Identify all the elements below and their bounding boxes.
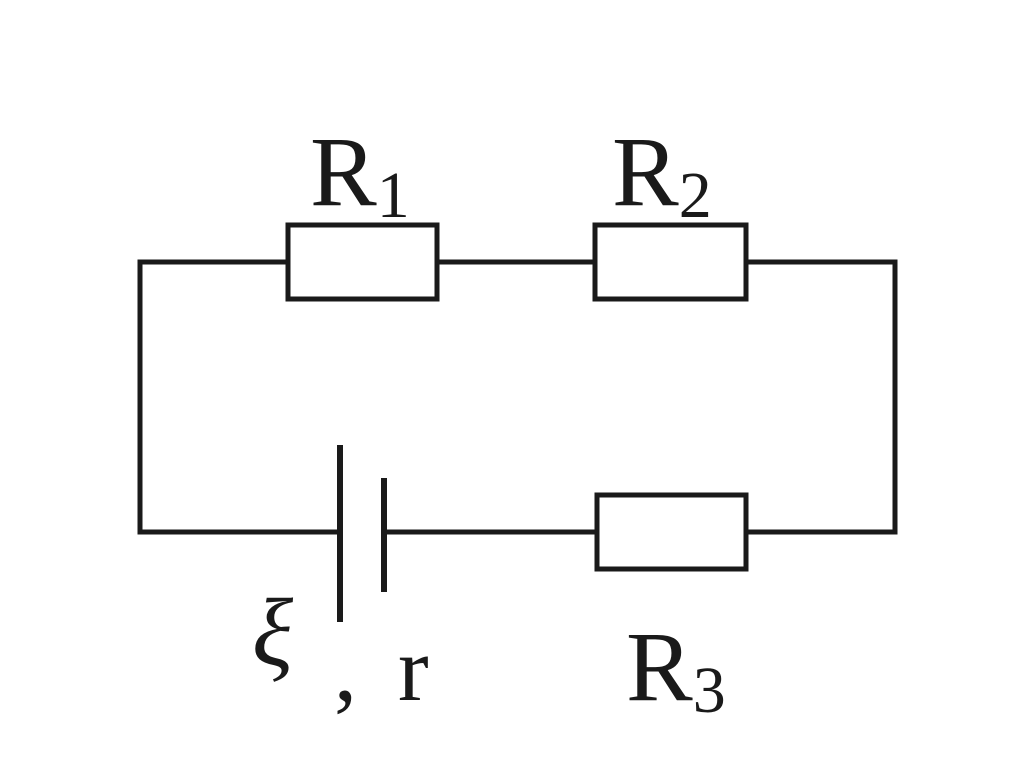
- resistor-r2: [592, 222, 749, 302]
- label-r2: R2: [612, 116, 712, 232]
- resistor-r1: [285, 222, 440, 302]
- label-separator: ,: [334, 618, 357, 720]
- label-emf: ξ: [252, 579, 294, 686]
- label-r1-letter: R: [310, 116, 377, 227]
- label-r1: R1: [310, 116, 410, 232]
- label-r2-letter: R: [612, 116, 679, 227]
- label-r3: R3: [626, 611, 726, 727]
- label-internal-resistance: r: [398, 618, 429, 720]
- label-r3-letter: R: [626, 611, 693, 722]
- label-r3-subscript: 3: [693, 654, 726, 727]
- resistor-r3: [594, 492, 749, 572]
- label-r2-subscript: 2: [679, 159, 712, 232]
- label-r1-subscript: 1: [377, 159, 410, 232]
